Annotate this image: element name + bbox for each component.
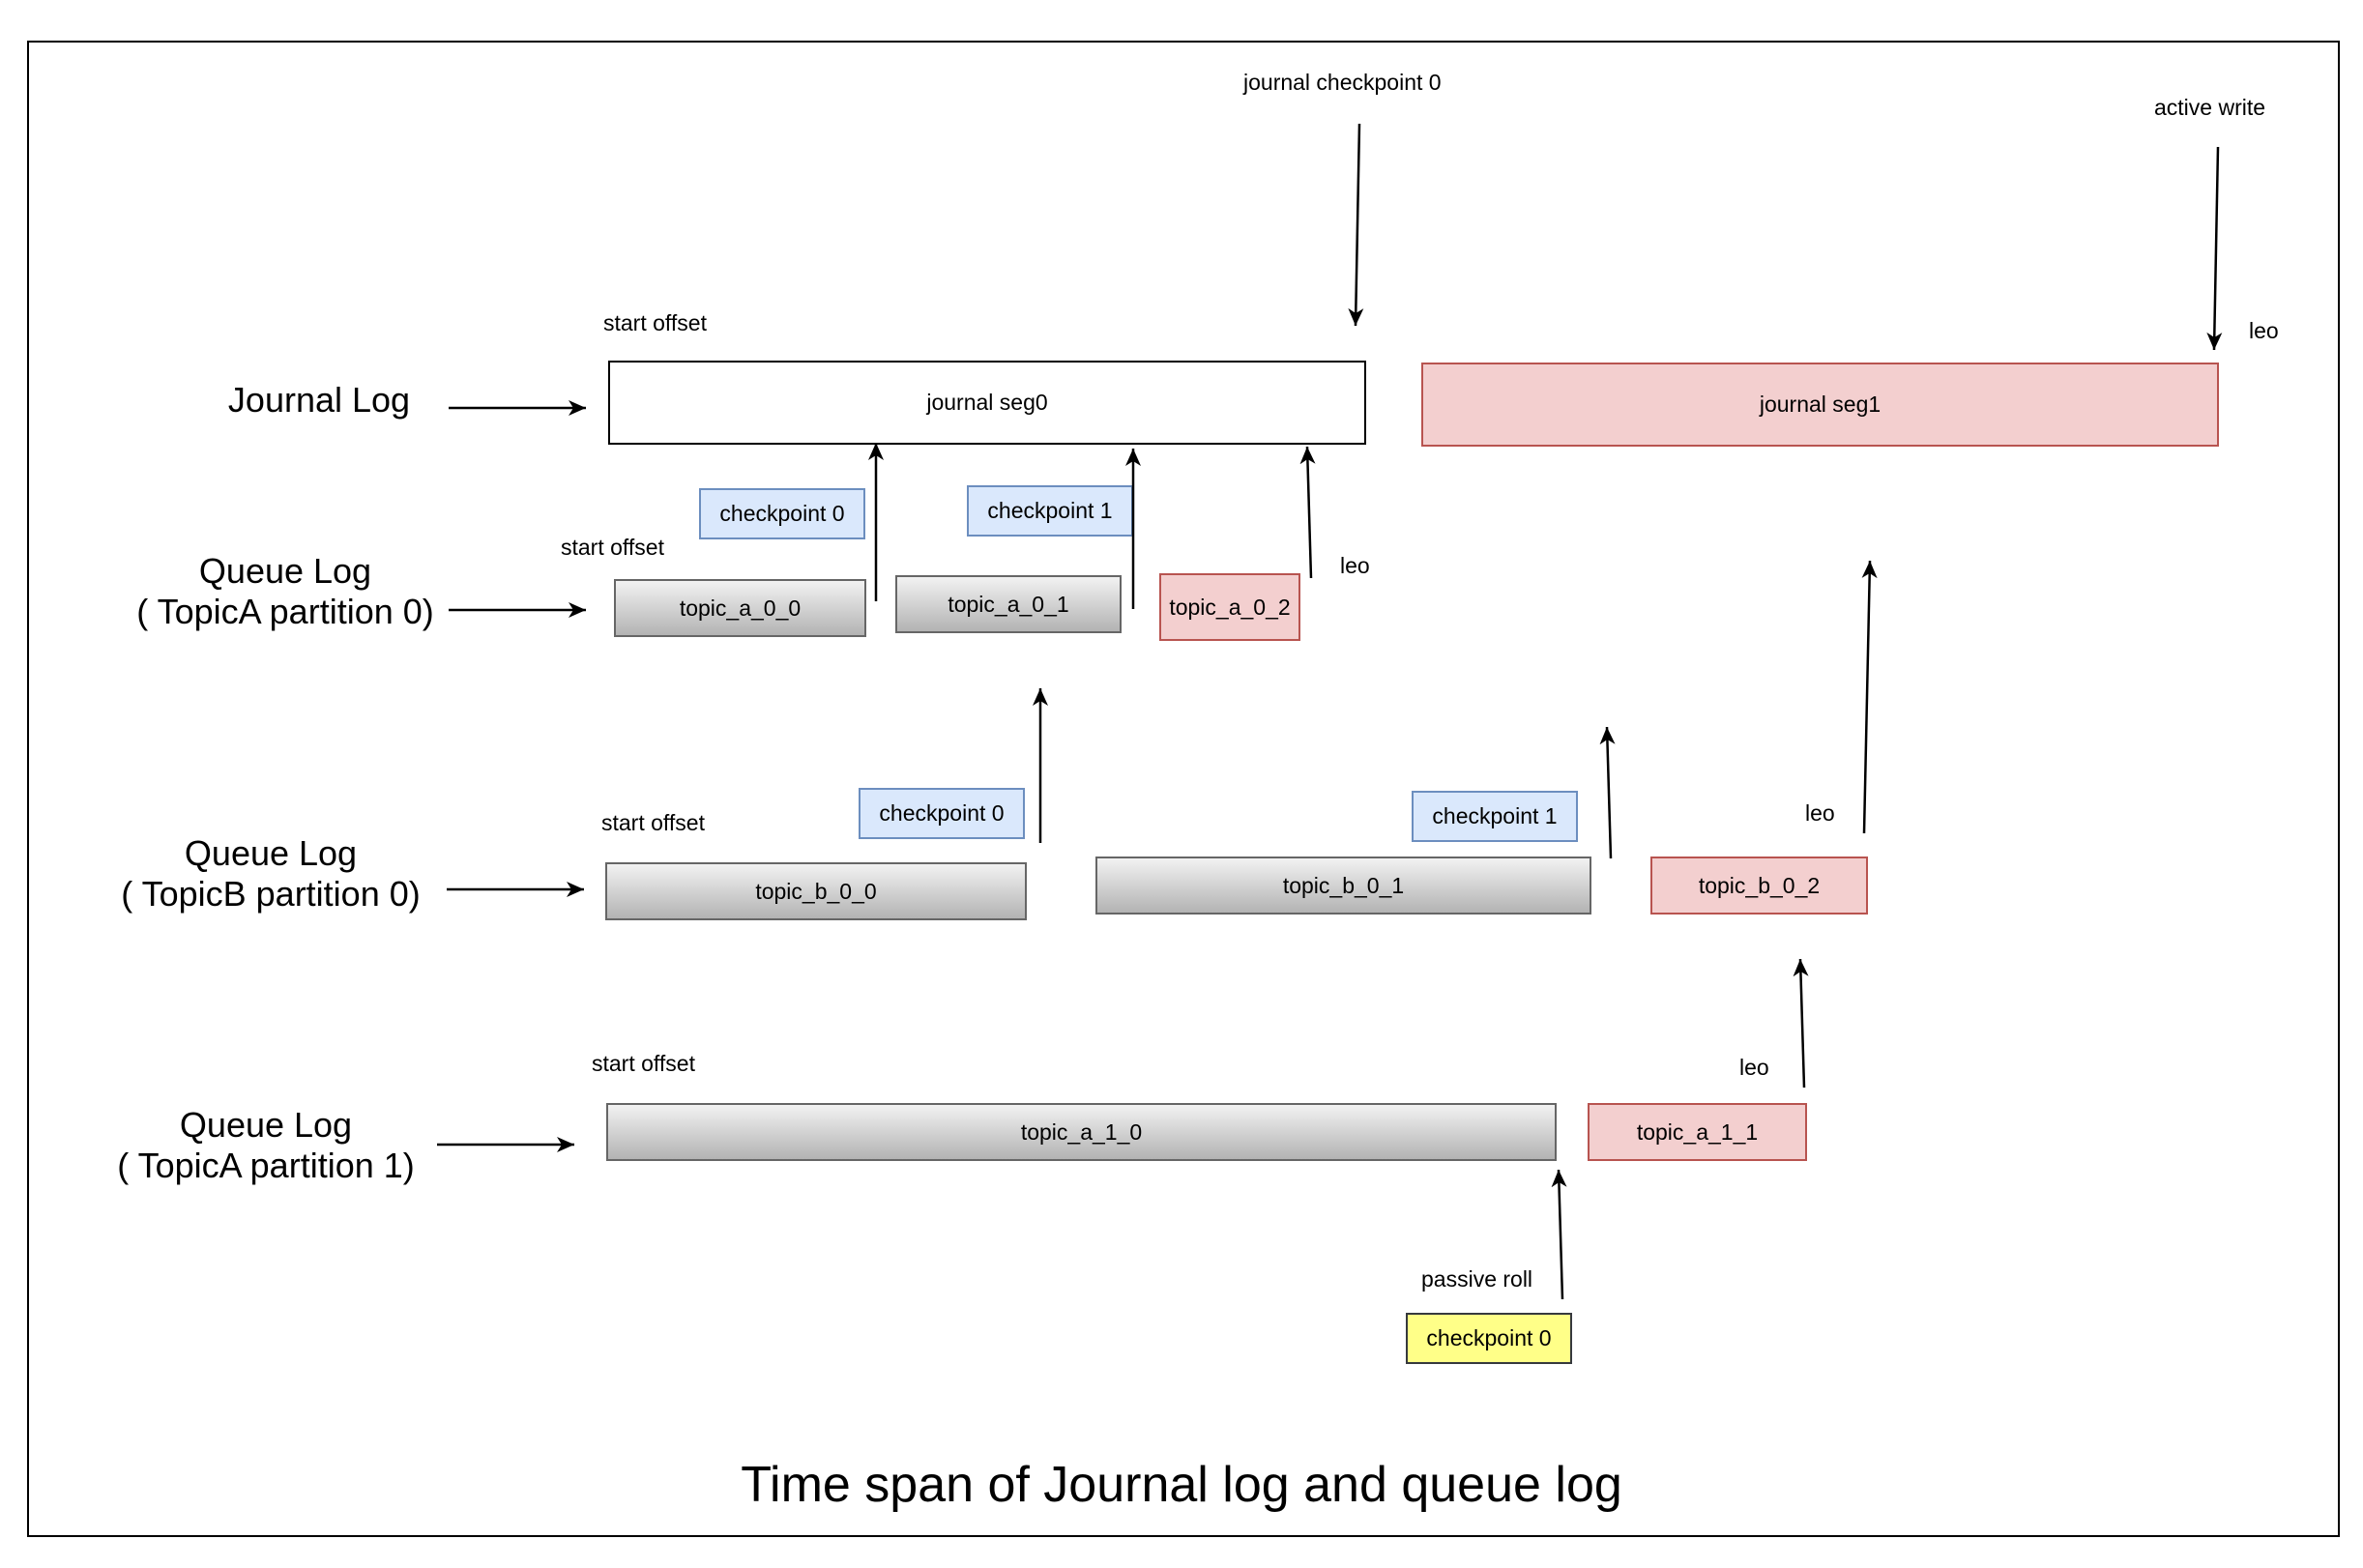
topic-a-0-2-block: topic_a_0_2	[1159, 573, 1300, 641]
journal-seg0-block: journal seg0	[608, 361, 1366, 445]
topic-a-1-0-block: topic_a_1_0	[606, 1103, 1557, 1161]
leo-b0-label: leo	[1805, 800, 1835, 826]
checkpoint-0-topica-p0: checkpoint 0	[699, 488, 865, 539]
start-offset-a0-label: start offset	[561, 535, 664, 560]
topic-b-0-2-block: topic_b_0_2	[1650, 857, 1868, 915]
row-label-topicb-partition-0: Queue Log ( TopicB partition 0)	[121, 833, 421, 914]
topic-a-0-1-block: topic_a_0_1	[895, 575, 1122, 633]
checkpoint-0-topicb-p0: checkpoint 0	[859, 788, 1025, 839]
start-offset-b0-label: start offset	[601, 810, 705, 835]
topic-a-0-0-block: topic_a_0_0	[614, 579, 866, 637]
diagram-frame	[27, 41, 2340, 1537]
leo-a0-label: leo	[1340, 553, 1370, 578]
checkpoint-0-passive-roll: checkpoint 0	[1406, 1313, 1572, 1364]
start-offset-journal-label: start offset	[603, 310, 707, 335]
row-label-topica-partition-0: Queue Log ( TopicA partition 0)	[136, 551, 434, 631]
journal-checkpoint-label: journal checkpoint 0	[1243, 70, 1442, 95]
leo-journal-label: leo	[2249, 318, 2279, 343]
topic-b-0-0-block: topic_b_0_0	[605, 862, 1027, 920]
journal-seg1-block: journal seg1	[1421, 363, 2219, 447]
checkpoint-1-topicb-p0: checkpoint 1	[1412, 791, 1578, 842]
active-write-label: active write	[2154, 95, 2266, 120]
leo-a1-label: leo	[1739, 1055, 1769, 1080]
diagram-title: Time span of Journal log and queue log	[741, 1457, 1622, 1513]
journal-seg1-label: journal seg1	[1759, 392, 1882, 417]
topic-a-1-1-block: topic_a_1_1	[1588, 1103, 1807, 1161]
row-label-topica-partition-1: Queue Log ( TopicA partition 1)	[117, 1105, 415, 1185]
checkpoint-1-topica-p0: checkpoint 1	[967, 485, 1133, 537]
passive-roll-label: passive roll	[1421, 1266, 1533, 1292]
journal-seg0-label: journal seg0	[926, 390, 1048, 415]
start-offset-a1-label: start offset	[592, 1051, 695, 1076]
topic-b-0-1-block: topic_b_0_1	[1095, 857, 1591, 915]
row-label-journal-log: Journal Log	[227, 380, 411, 420]
